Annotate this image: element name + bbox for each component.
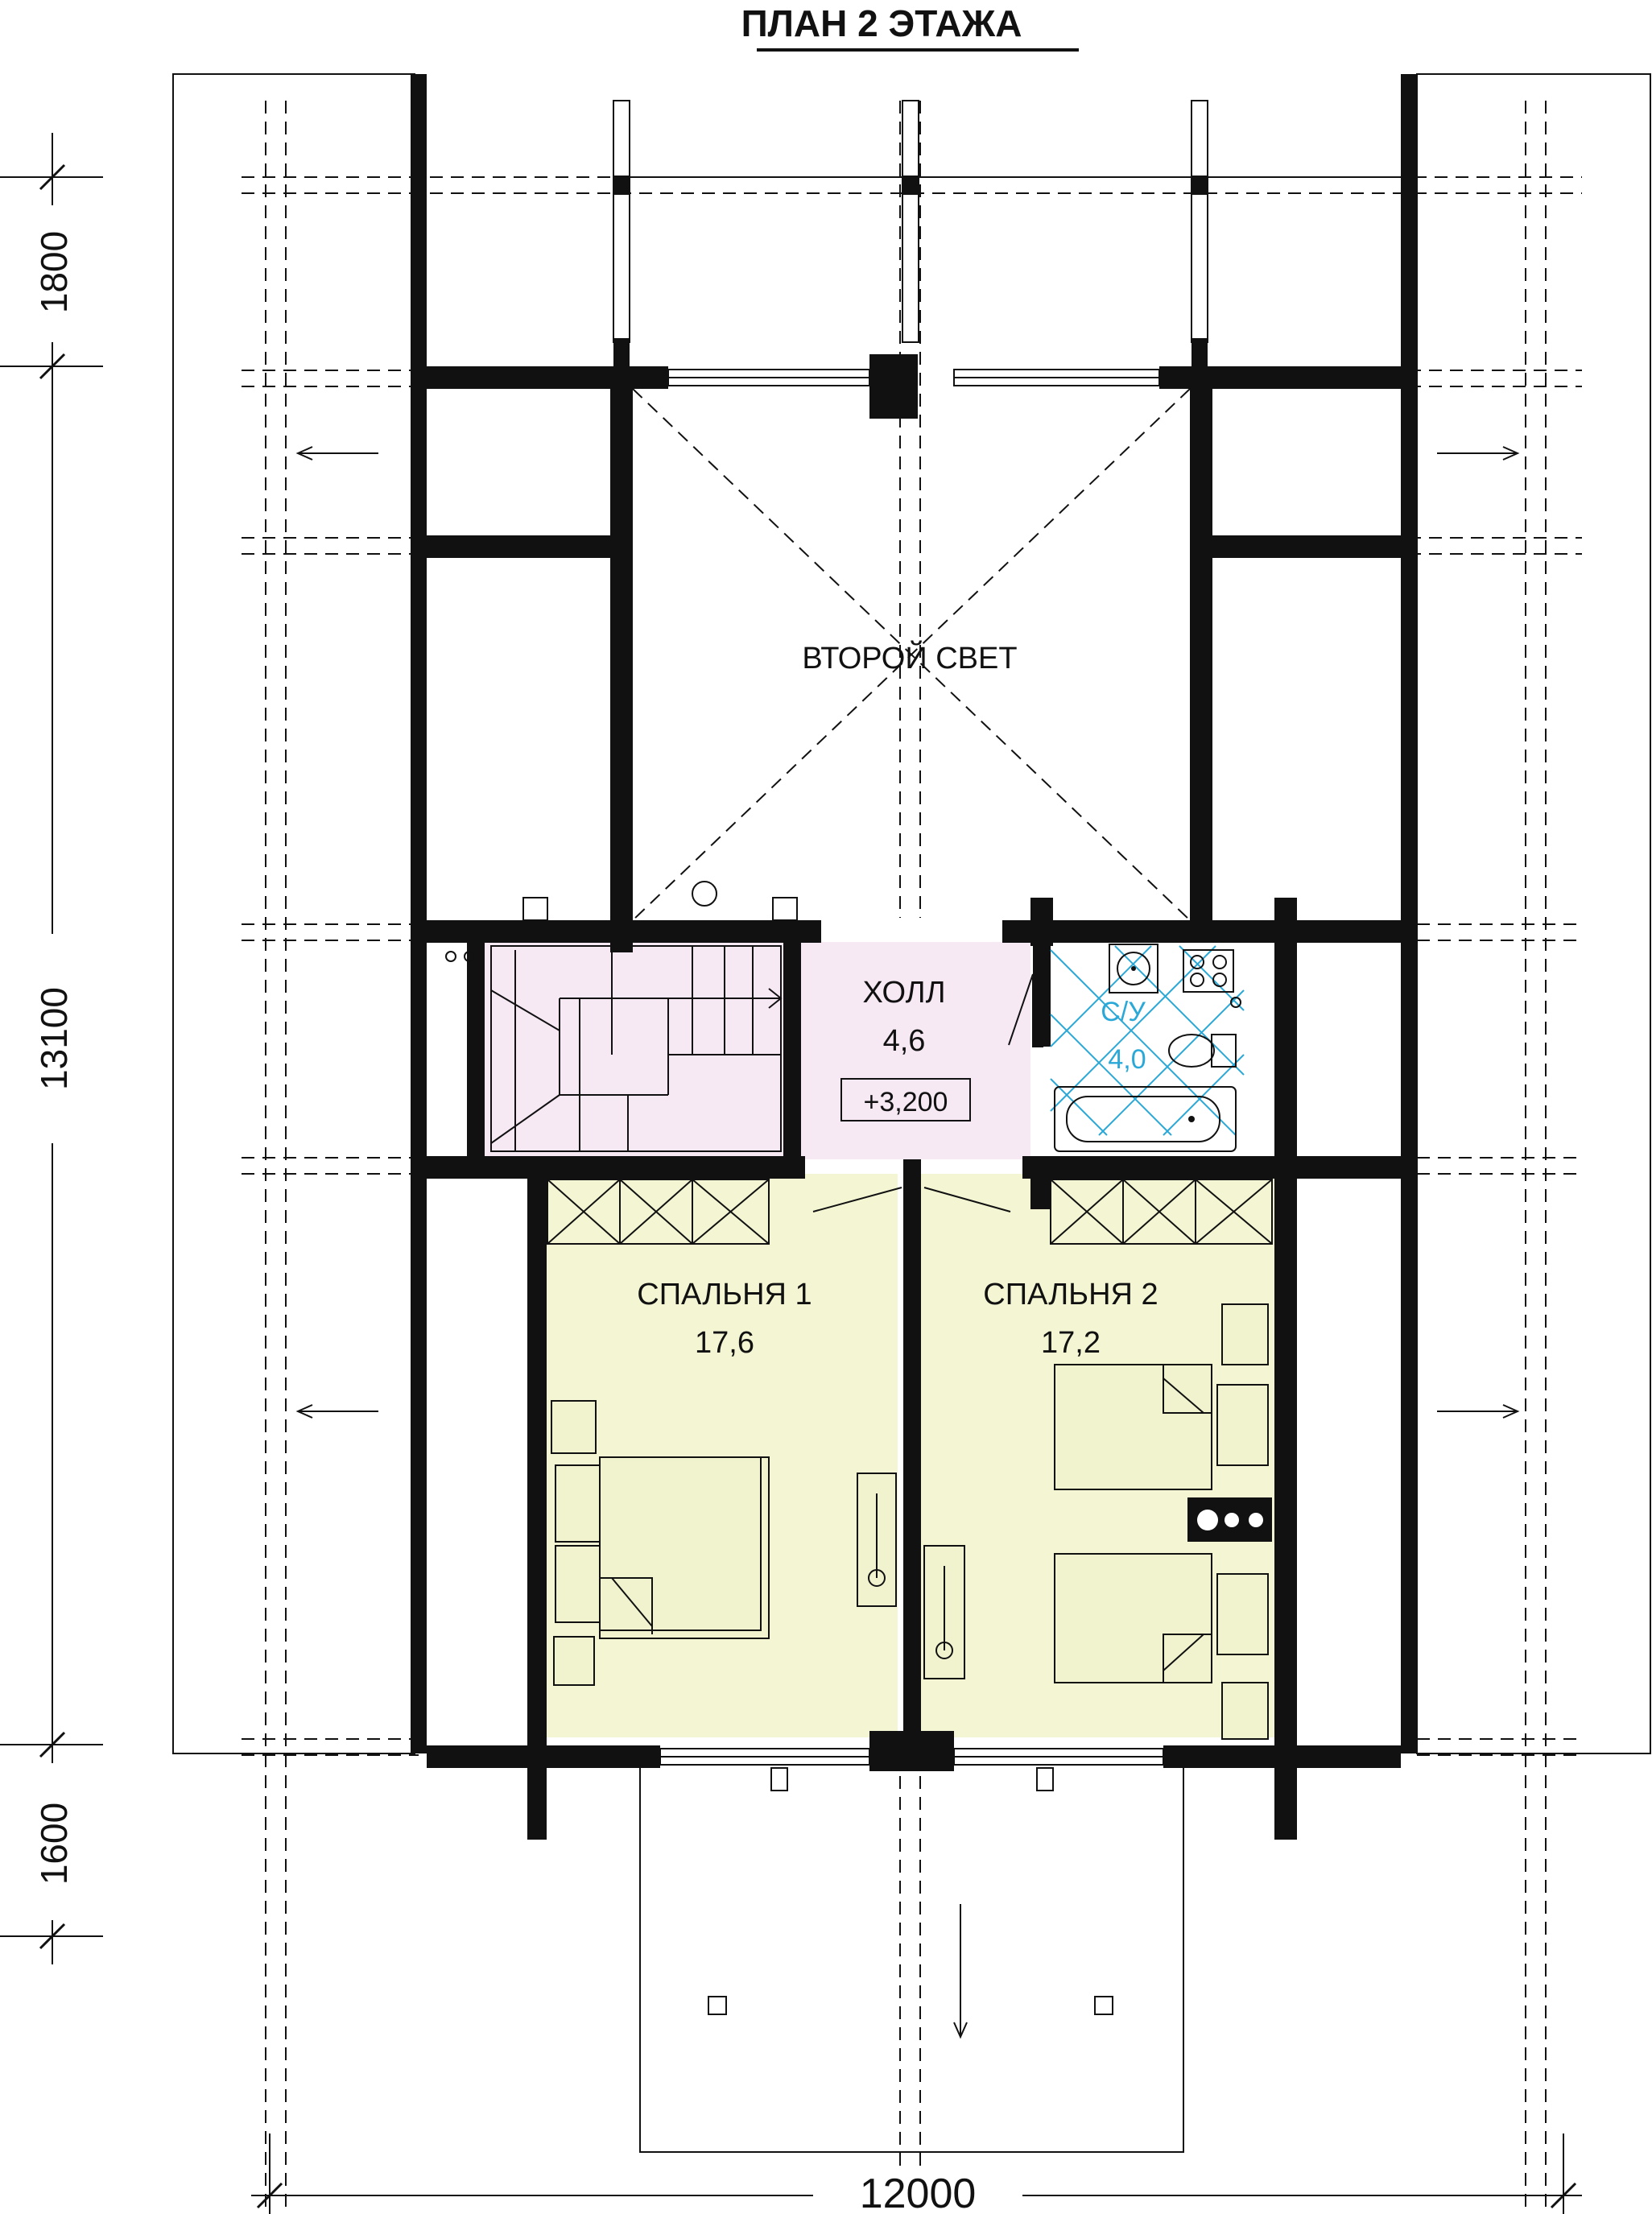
bedroom-1-wardrobe: [547, 1179, 770, 1245]
bathroom-tile-pattern: [1050, 945, 1245, 1136]
bedroom-2-name: СПАЛЬНЯ 2: [983, 1278, 1158, 1311]
staircase: [445, 945, 783, 1152]
hall-name: ХОЛЛ: [862, 976, 945, 1010]
plan-title: ПЛАН 2 ЭТАЖА: [741, 2, 1022, 44]
bottom-dimension: [251, 2133, 1582, 2214]
bedroom-2-furniture: [923, 1303, 1272, 1740]
bedroom-2-wardrobe: [1050, 1179, 1273, 1245]
windows: [659, 369, 1164, 1766]
bedroom-2-door: [923, 1187, 1011, 1212]
bathroom-fixtures: [1054, 944, 1241, 1152]
second-light-label: ВТОРОЙ СВЕТ: [802, 639, 1017, 675]
hall-area: 4,6: [883, 1024, 926, 1058]
level-mark: +3,200: [864, 1087, 948, 1117]
exterior-walls: [411, 74, 1417, 1840]
level-mark-frame: [840, 1078, 971, 1121]
dim-left-top: 1800: [33, 231, 75, 313]
hall-fill: [483, 942, 1030, 1159]
dim-bottom-width: 12000: [860, 2171, 977, 2214]
bedroom-1-furniture: [551, 1400, 897, 1686]
roof-slope-arrows: [295, 446, 1520, 1419]
hall-bathroom-door: [1008, 973, 1034, 1046]
bathroom-area: 4,0: [1108, 1044, 1146, 1075]
hall-bathroom-doorjamb: [1032, 977, 1043, 1047]
bedroom-1-name: СПАЛЬНЯ 1: [637, 1278, 812, 1311]
bedroom-1-area: 17,6: [695, 1326, 754, 1360]
left-eave-outline: [172, 73, 415, 1754]
dim-left-middle: 13100: [33, 987, 75, 1090]
bedroom-1-door: [812, 1187, 902, 1212]
top-porch-posts: [613, 100, 1417, 343]
left-dimension-chain: [0, 133, 103, 1964]
balcony: [639, 1767, 1184, 2153]
second-light-void: [522, 388, 1191, 921]
dim-left-bottom: 1600: [33, 1803, 75, 1885]
bedroom-1-fill: [543, 1174, 898, 1737]
bedroom-2-area: 17,2: [1041, 1326, 1101, 1360]
bathroom-name: С/У: [1101, 997, 1146, 1027]
right-eave-outline: [1416, 73, 1651, 1754]
